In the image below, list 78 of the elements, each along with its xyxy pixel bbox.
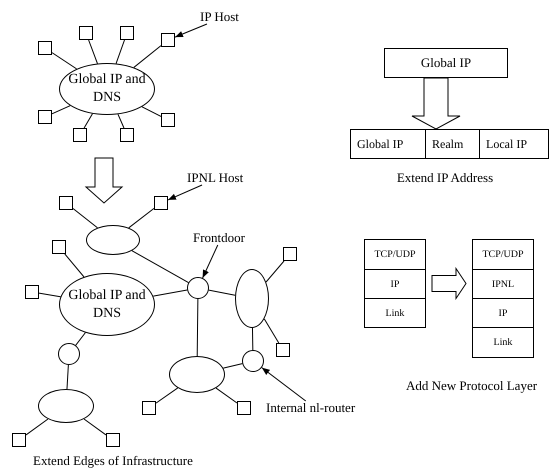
block-arrow bbox=[432, 266, 467, 300]
network-ellipse bbox=[235, 269, 269, 328]
connection-line bbox=[222, 363, 243, 369]
connection-line bbox=[131, 250, 189, 284]
protocol-stack bbox=[472, 239, 534, 358]
protocol-layer: TCP/UDP bbox=[473, 240, 533, 269]
connection-line bbox=[72, 208, 98, 228]
connection-line bbox=[133, 45, 162, 68]
connection-line bbox=[264, 318, 280, 344]
callout-label: IP Host bbox=[200, 10, 248, 24]
network-ellipse bbox=[38, 389, 94, 423]
network-ellipse: Global IP and DNS bbox=[59, 273, 155, 336]
connection-line bbox=[26, 418, 48, 436]
callout-label: Frontdoor bbox=[193, 231, 249, 245]
connection-line bbox=[118, 114, 124, 128]
connection-line bbox=[196, 298, 198, 356]
connection-line bbox=[152, 289, 188, 297]
block-arrow bbox=[84, 158, 124, 204]
address-field: Realm bbox=[425, 130, 479, 158]
host-square bbox=[52, 240, 66, 254]
host-square bbox=[79, 26, 93, 40]
protocol-layer: Link bbox=[365, 298, 425, 327]
protocol-stack bbox=[364, 239, 426, 328]
connection-line bbox=[84, 418, 106, 436]
protocol-layer: IPNL bbox=[473, 269, 533, 298]
host-square bbox=[38, 41, 52, 55]
connection-line bbox=[84, 113, 93, 128]
host-square bbox=[161, 113, 175, 127]
connection-line bbox=[66, 364, 69, 390]
network-ellipse bbox=[169, 356, 225, 393]
figure-caption: Extend IP Address bbox=[396, 170, 494, 185]
host-square bbox=[12, 433, 26, 447]
leader-line bbox=[261, 367, 306, 402]
figure-caption: Extend Edges of Infrastructure bbox=[33, 453, 193, 468]
host-square bbox=[161, 33, 175, 47]
connection-line bbox=[88, 40, 98, 64]
host-square bbox=[276, 343, 290, 357]
protocol-layer: IP bbox=[473, 298, 533, 327]
connection-line bbox=[252, 328, 254, 350]
host-square bbox=[142, 401, 156, 415]
address-box: Global IP bbox=[384, 48, 508, 78]
connection-line bbox=[156, 387, 178, 404]
network-ellipse: Global IP and DNS bbox=[59, 63, 155, 115]
leader-line bbox=[174, 24, 208, 38]
connection-line bbox=[128, 208, 154, 228]
host-square bbox=[120, 26, 134, 40]
host-square bbox=[154, 196, 168, 210]
connection-line bbox=[75, 332, 86, 346]
connection-line bbox=[116, 40, 125, 64]
address-row bbox=[350, 129, 549, 159]
callout-label: IPNL Host bbox=[187, 171, 249, 185]
protocol-layer: IP bbox=[365, 269, 425, 298]
host-square bbox=[59, 196, 73, 210]
host-square bbox=[237, 401, 251, 415]
protocol-layer: TCP/UDP bbox=[365, 240, 425, 269]
callout-label: Internal nl-router bbox=[266, 401, 364, 415]
host-square bbox=[38, 110, 52, 124]
host-square bbox=[25, 285, 39, 299]
network-ellipse bbox=[86, 225, 140, 255]
leader-line bbox=[202, 244, 218, 278]
address-field: Local IP bbox=[479, 130, 548, 158]
protocol-layer: Link bbox=[473, 327, 533, 357]
connection-line bbox=[216, 388, 238, 404]
figure-caption: Add New Protocol Layer bbox=[406, 378, 538, 393]
host-square bbox=[73, 128, 87, 142]
host-square bbox=[120, 128, 134, 142]
connection-line bbox=[266, 260, 285, 282]
connection-line bbox=[52, 105, 71, 114]
connection-line bbox=[52, 52, 78, 70]
connection-line bbox=[208, 290, 236, 296]
host-square bbox=[106, 433, 120, 447]
connection-line bbox=[38, 292, 61, 298]
address-field: Global IP bbox=[351, 130, 425, 158]
leader-line bbox=[168, 184, 203, 200]
host-square bbox=[283, 247, 297, 261]
connection-line bbox=[64, 254, 84, 278]
connection-line bbox=[142, 106, 162, 117]
block-arrow bbox=[412, 78, 460, 130]
